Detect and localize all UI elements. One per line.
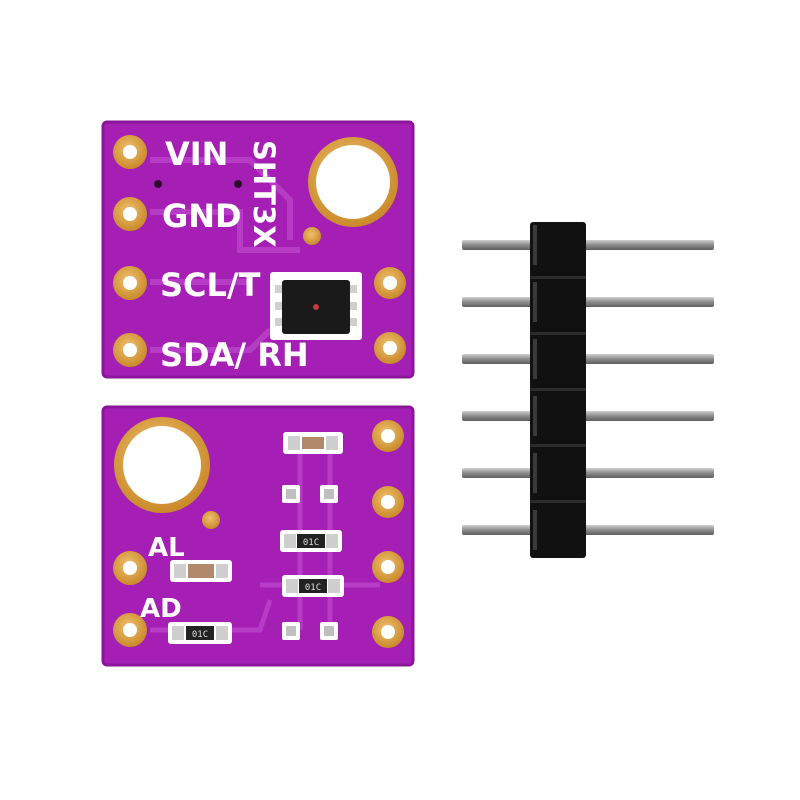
header-segment-divider [530, 500, 586, 503]
pin-header [462, 222, 714, 558]
smd-capacitor-top [283, 432, 343, 454]
label-sda: SDA/ RH [160, 336, 309, 374]
header-highlight [533, 396, 537, 436]
header-segment-divider [530, 444, 586, 447]
header-highlight [533, 282, 537, 322]
header-pin [462, 354, 714, 364]
resistor-mark-2: 01C [305, 583, 321, 593]
header-highlight [533, 510, 537, 550]
header-segment-divider [530, 332, 586, 335]
sht3x-sensor-chip [270, 272, 362, 340]
smd-resistor-2: 01C [282, 575, 344, 597]
header-segment-divider [530, 388, 586, 391]
resistor-mark-3: 01C [192, 630, 208, 640]
smd-resistor-1: 01C [280, 530, 342, 552]
sht3x-bottom-board: AL AD 01C 01C [101, 405, 415, 667]
header-pin [462, 468, 714, 478]
label-gnd: GND [162, 197, 242, 235]
resistor-mark-1: 01C [303, 538, 319, 548]
smd-resistor-ad: 01C [168, 622, 232, 644]
header-highlight [533, 453, 537, 493]
sht3x-top-board: VIN GND SCL/T SDA/ RH SHT3X [101, 120, 415, 379]
smd-capacitor-al [170, 560, 232, 582]
label-vin: VIN [165, 135, 228, 173]
header-pin [462, 297, 714, 307]
header-pin [462, 525, 714, 535]
header-highlight [533, 225, 537, 265]
label-al: AL [148, 533, 185, 563]
label-scl: SCL/T [160, 266, 261, 304]
header-segment-divider [530, 276, 586, 279]
header-highlight [533, 339, 537, 379]
header-pin [462, 411, 714, 421]
label-model: SHT3X [247, 140, 281, 247]
label-ad: AD [140, 594, 182, 624]
header-pin [462, 240, 714, 250]
